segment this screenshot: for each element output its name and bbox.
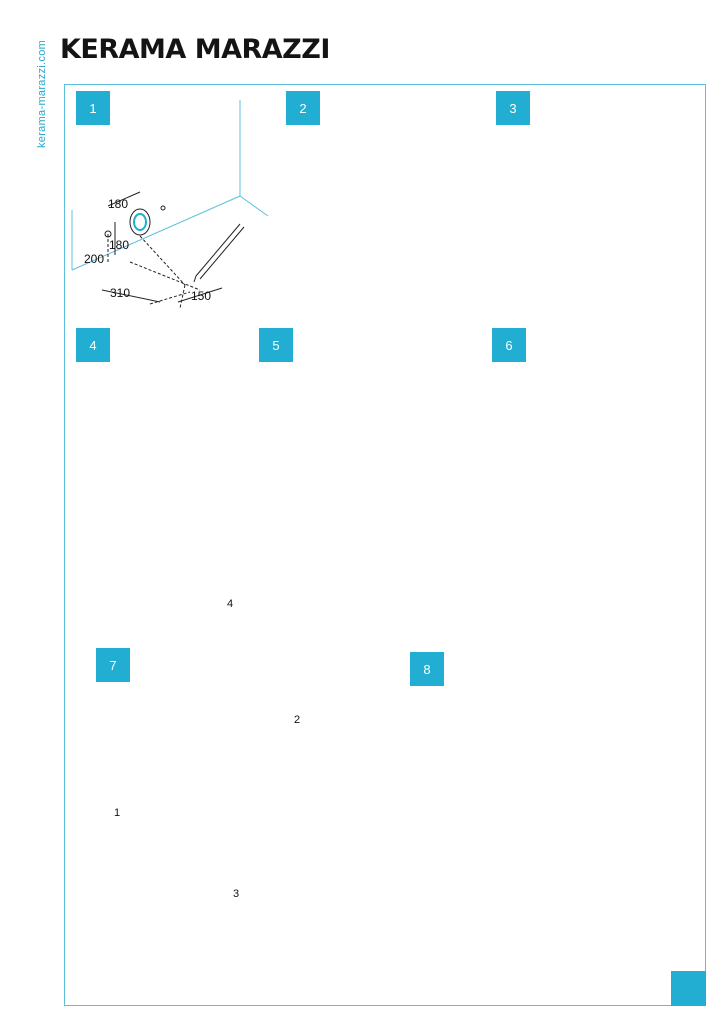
instruction-frame bbox=[64, 84, 706, 1006]
step-4-badge: 4 bbox=[76, 328, 110, 362]
dimension-310: 310 bbox=[110, 286, 131, 300]
step-1-badge: 1 bbox=[76, 91, 110, 125]
dimension-180-mid: 180 bbox=[109, 238, 130, 252]
step-5-badge: 5 bbox=[259, 328, 293, 362]
step-2-badge: 2 bbox=[286, 91, 320, 125]
step-8-badge: 8 bbox=[410, 652, 444, 686]
brand-logo: KERAMA MARAZZI bbox=[60, 34, 330, 65]
step-1-illustration bbox=[71, 100, 269, 309]
dimension-200: 200 bbox=[84, 252, 105, 266]
dimension-150: 150 bbox=[191, 289, 212, 303]
step-3-badge: 3 bbox=[496, 91, 530, 125]
callout-2: 2 bbox=[294, 714, 301, 726]
dimension-180-top: 180 bbox=[108, 197, 129, 211]
callout-3: 3 bbox=[233, 888, 240, 900]
step-7-badge: 7 bbox=[96, 648, 130, 682]
page-corner-tab bbox=[671, 971, 706, 1006]
callout-4: 4 bbox=[227, 598, 234, 610]
callout-1: 1 bbox=[114, 807, 121, 819]
step-6-badge: 6 bbox=[492, 328, 526, 362]
